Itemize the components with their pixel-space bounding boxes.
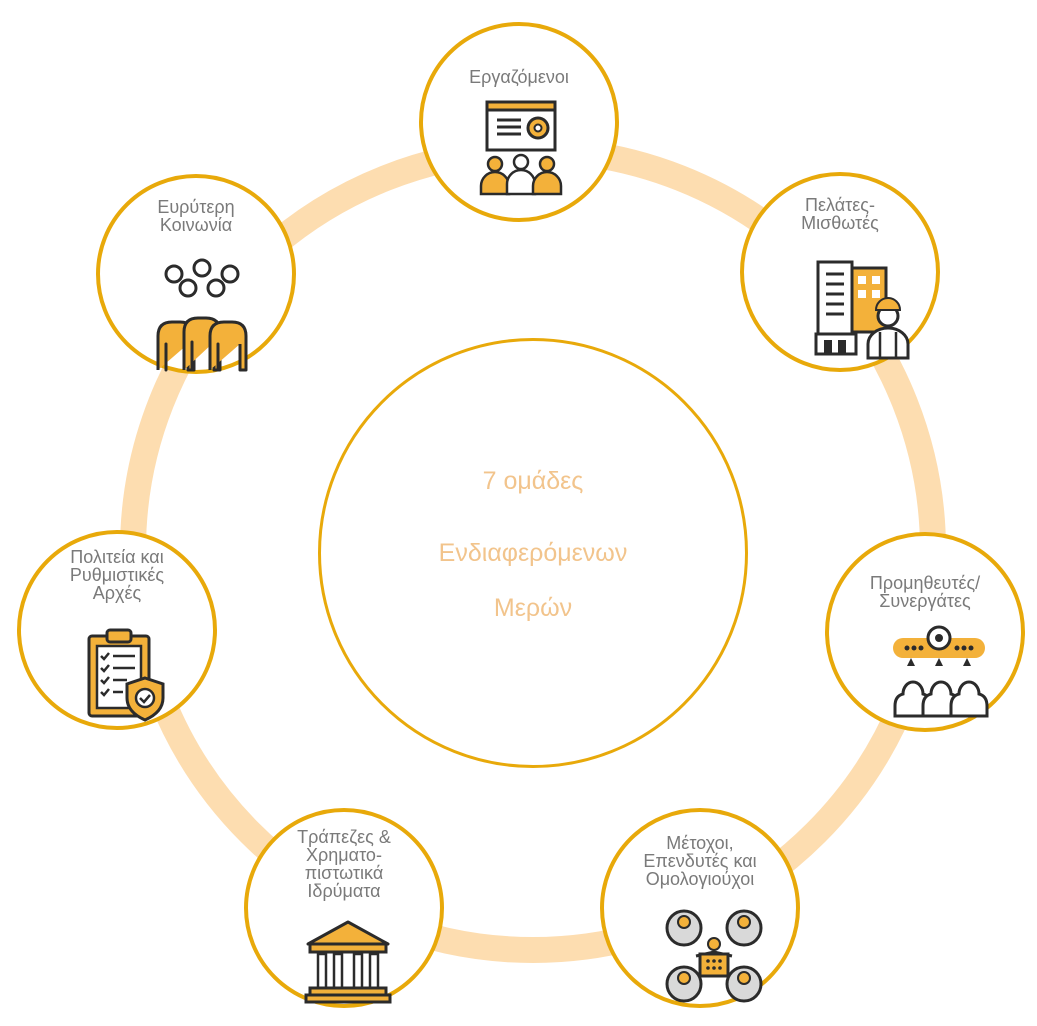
investors-network-icon: [665, 909, 763, 1003]
node-label: Εργαζόμενοι: [469, 67, 569, 87]
node-label: Τράπεζες & Χρηματο- πιστωτικά Ιδρύματα: [297, 827, 391, 901]
team-gear-icon: [893, 625, 989, 718]
node-label: Πελάτες- Μισθωτές: [801, 195, 879, 233]
node-society: Ευρύτερη Κοινωνία: [96, 174, 296, 374]
clipboard-shield-icon: [87, 628, 165, 722]
node-label: Προμηθευτές/ Συνεργάτες: [869, 573, 981, 611]
node-shareholders: Μέτοχοι, Επενδυτές και Ομολογιούχοι: [600, 808, 800, 1008]
bank-icon: [304, 920, 392, 1004]
node-customers: Πελάτες- Μισθωτές: [740, 172, 940, 372]
node-suppliers: Προμηθευτές/ Συνεργάτες: [825, 532, 1025, 732]
node-banks: Τράπεζες & Χρηματο- πιστωτικά Ιδρύματα: [244, 808, 444, 1008]
people-group-icon: [156, 258, 248, 372]
center-title-line1: 7 ομάδες: [482, 467, 584, 495]
center-title-line2: Ενδιαφερόμενων: [438, 539, 628, 567]
node-label: Ευρύτερη Κοινωνία: [157, 197, 235, 235]
node-label: Μέτοχοι, Επενδυτές και Ομολογιούχοι: [643, 833, 757, 889]
node-label: Πολιτεία και Ρυθμιστικές Αρχές: [69, 547, 165, 603]
node-employees: Εργαζόμενοι: [419, 22, 619, 222]
presentation-icon: [479, 100, 563, 196]
building-tenant-icon: [814, 260, 910, 360]
node-state: Πολιτεία και Ρυθμιστικές Αρχές: [17, 530, 217, 730]
center-circle: 7 ομάδες Ενδιαφερόμενων Μερών: [318, 338, 748, 768]
center-title-line3: Μερών: [493, 594, 573, 622]
